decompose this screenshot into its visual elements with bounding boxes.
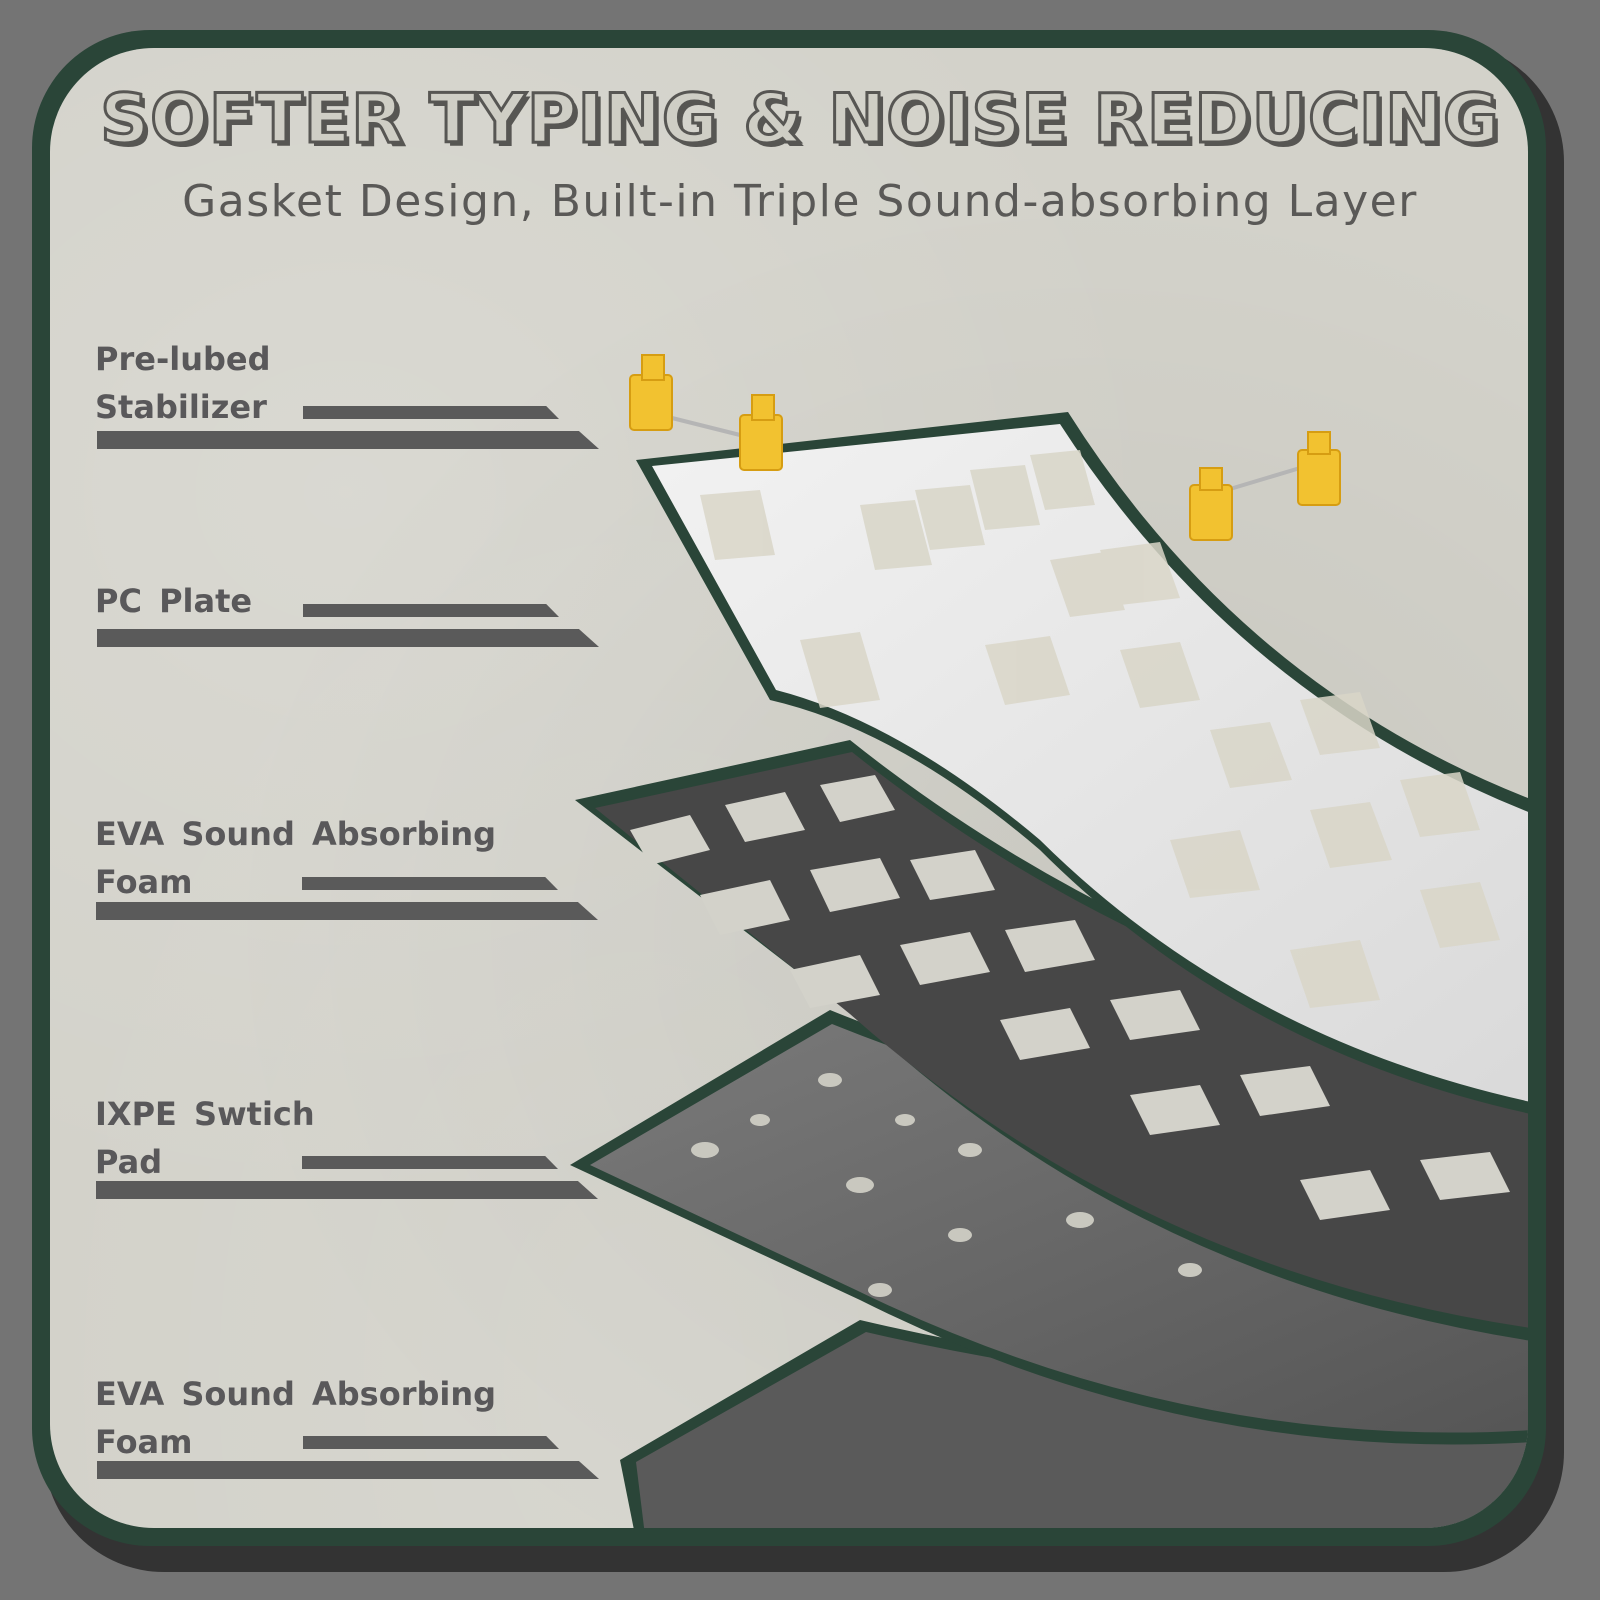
- leader-line-short: [302, 1156, 558, 1169]
- leader-line-short: [302, 877, 558, 890]
- eva-foam-layer: [575, 740, 1528, 1345]
- leader-line-short: [303, 604, 559, 617]
- stabilizer-right: [1189, 431, 1341, 541]
- label-line2: Foam: [95, 863, 193, 901]
- label-ixpe-pad: IXPE Swtich Pad: [95, 1090, 315, 1186]
- label-eva-foam-bottom: EVA Sound Absorbing Foam: [95, 1370, 496, 1466]
- leader-line-long: [96, 1181, 598, 1199]
- label-pc-plate: PC Plate: [95, 577, 252, 625]
- label-line1: Pre-lubed: [95, 340, 271, 378]
- label-stabilizer: Pre-lubed Stabilizer: [95, 335, 270, 431]
- page-subtitle: Gasket Design, Built-in Triple Sound-abs…: [182, 176, 1418, 227]
- label-line1: EVA Sound Absorbing: [95, 1375, 497, 1413]
- eva-foam-bottom-layer: [620, 1320, 1528, 1528]
- stabilizer-left: [629, 354, 783, 471]
- leader-line-long: [97, 1461, 599, 1479]
- label-line2: Foam: [95, 1423, 193, 1461]
- ixpe-pad-layer: [570, 1010, 1528, 1445]
- leader-line-long: [97, 431, 599, 449]
- pc-plate-layer: [636, 412, 1528, 1120]
- label-eva-foam: EVA Sound Absorbing Foam: [95, 810, 496, 906]
- label-line2: Stabilizer: [95, 388, 267, 426]
- label-line1: PC Plate: [95, 582, 253, 620]
- leader-line-long: [97, 629, 599, 647]
- label-line2: Pad: [95, 1143, 163, 1181]
- leader-line-short: [303, 406, 559, 419]
- leader-line-short: [303, 1436, 559, 1449]
- label-line1: EVA Sound Absorbing: [95, 815, 497, 853]
- page-title: SOFTER TYPING & NOISE REDUCING: [99, 79, 1501, 161]
- leader-line-long: [96, 902, 598, 920]
- label-line1: IXPE Swtich: [95, 1095, 315, 1133]
